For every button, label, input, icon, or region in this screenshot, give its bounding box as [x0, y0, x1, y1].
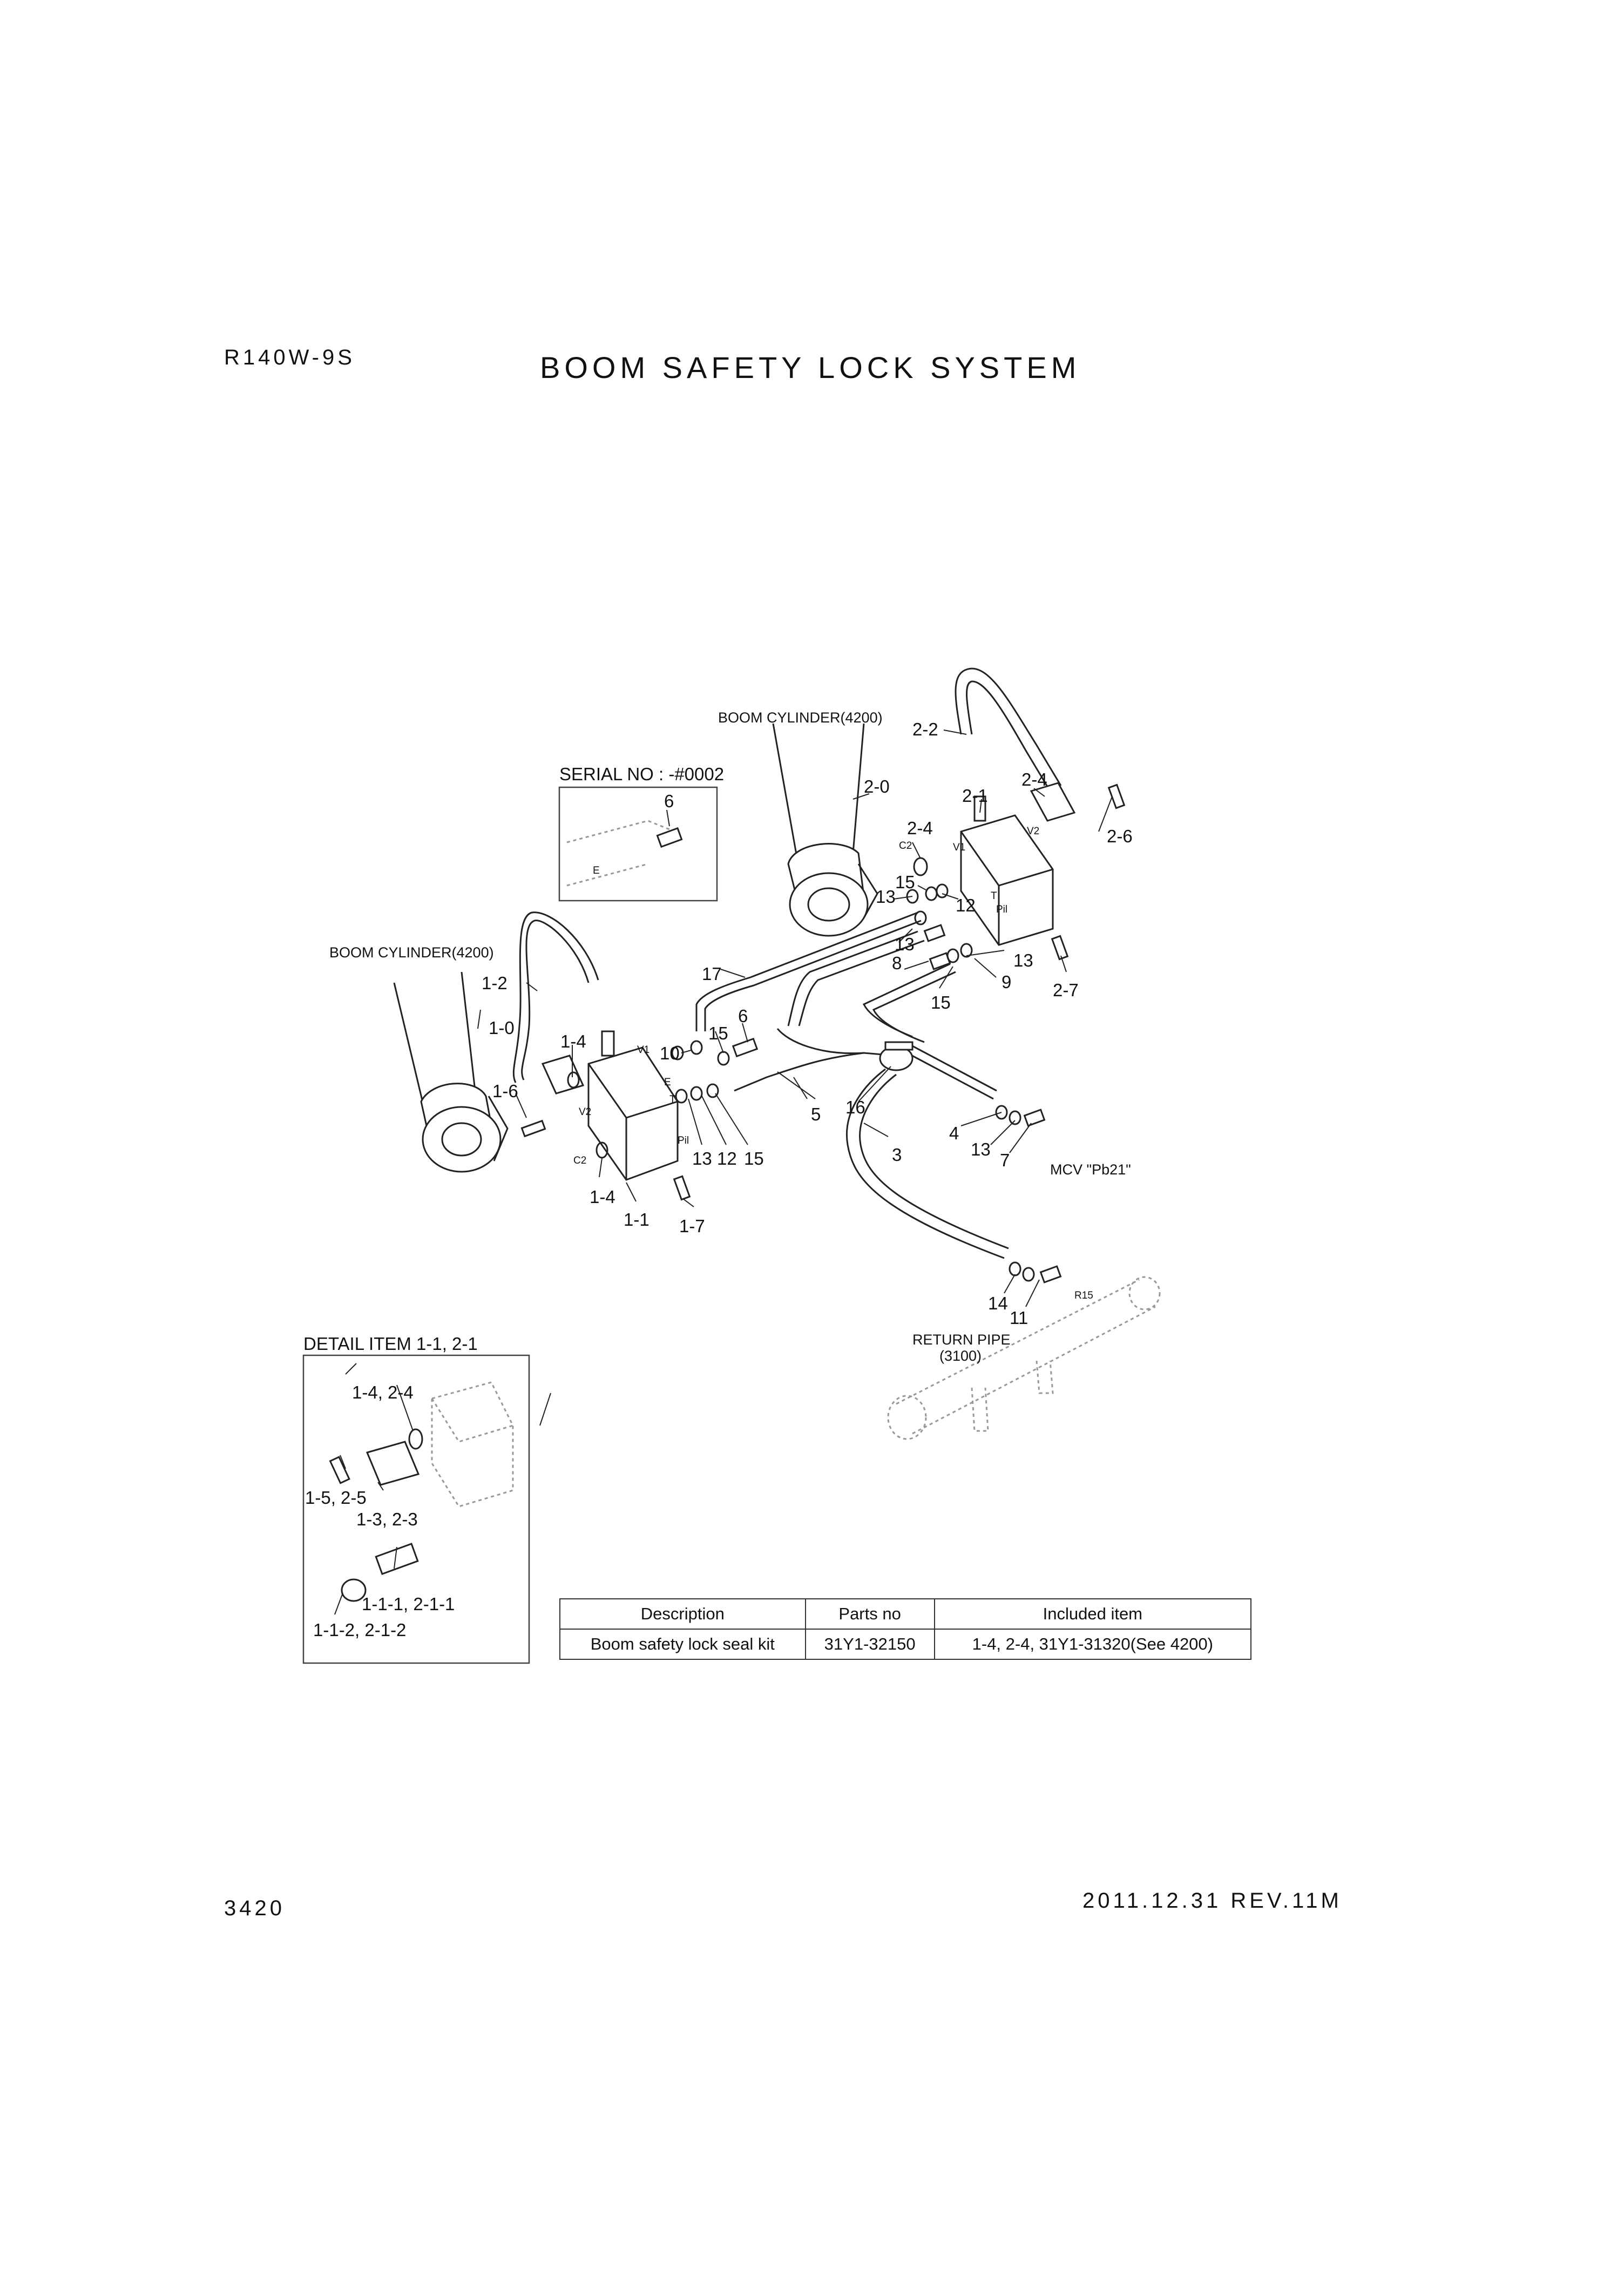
callout: 1-7 — [679, 1216, 705, 1236]
port-v1-left: V1 — [637, 1044, 649, 1056]
note-serial-no: SERIAL NO : -#0002 — [559, 764, 724, 784]
callout: 2-7 — [1053, 980, 1079, 1000]
callout: 5 — [811, 1104, 821, 1124]
callout: 1-6 — [492, 1081, 518, 1101]
port-e-serial: E — [593, 865, 600, 876]
boom-cylinder-left — [393, 971, 509, 1173]
callout: 15 — [708, 1023, 728, 1043]
callout: 2-2 — [912, 719, 938, 739]
callout: 2-1 — [962, 786, 988, 806]
pipe-4 — [906, 1044, 997, 1100]
port-r15: R15 — [1074, 1290, 1093, 1301]
callout: 3 — [892, 1145, 902, 1165]
note-boom-cylinder-right: BOOM CYLINDER(4200) — [718, 710, 883, 726]
callout: 12 — [956, 895, 976, 915]
port-c2-right: C2 — [899, 840, 912, 852]
detail-callout: 1-3, 2-3 — [356, 1509, 418, 1529]
note-mcv: MCV "Pb21" — [1050, 1161, 1131, 1178]
callout: 1-4 — [560, 1031, 586, 1051]
callout: 16 — [845, 1097, 865, 1117]
port-e-left: E — [664, 1077, 671, 1088]
col-description: Description — [559, 1598, 806, 1630]
callout: 15 — [931, 992, 951, 1012]
callout: 10 — [660, 1043, 680, 1063]
fittings-left — [520, 1037, 759, 1201]
pipe-3 — [846, 1068, 1009, 1259]
callout: 14 — [988, 1293, 1008, 1313]
callouts: 2-2 2-4 2-0 2-1 2-4 2-6 15 13 12 13 8 13… — [482, 719, 1133, 1328]
page-title: BOOM SAFETY LOCK SYSTEM — [540, 350, 1081, 384]
callout: 13 — [876, 887, 896, 907]
detail-callout: 1-1-1, 2-1-1 — [362, 1594, 455, 1614]
leader-lines — [334, 729, 1113, 1615]
valve-block-right: V1 V2 C2 Pil T — [899, 782, 1076, 946]
port-v2-left: V2 — [579, 1106, 591, 1118]
callout: 13 — [1013, 950, 1033, 970]
clamp-16 — [879, 1041, 914, 1071]
note-boom-cylinder-left: BOOM CYLINDER(4200) — [329, 944, 494, 961]
callout: 2-4 — [1021, 769, 1047, 789]
port-t-left: T — [669, 1094, 676, 1105]
pipe-5 — [734, 930, 956, 1092]
callout: 15 — [744, 1149, 764, 1168]
page-number: 3420 — [224, 1896, 285, 1920]
callout: 11 — [1010, 1308, 1028, 1328]
port-c2-left: C2 — [573, 1155, 586, 1166]
port-t-right: T — [991, 890, 997, 902]
callout: 1-4 — [590, 1187, 615, 1207]
valve-block-left: V1 V2 C2 E T Pil — [541, 1030, 689, 1181]
callout: 7 — [1000, 1150, 1010, 1170]
detail-callout: 1-1-2, 2-1-2 — [313, 1620, 406, 1640]
note-detail-title: DETAIL ITEM 1-1, 2-1 — [303, 1334, 478, 1354]
callout: 2-4 — [907, 818, 933, 838]
model-code: R140W-9S — [224, 346, 355, 369]
callout: 8 — [892, 953, 902, 973]
parts-table-header: Description Parts no Included item — [559, 1598, 1252, 1630]
fittings-bottom — [995, 1105, 1062, 1284]
parts-table: Description Parts no Included item Boom … — [559, 1598, 1252, 1660]
callout: 1-1 — [624, 1210, 649, 1230]
detail-item-box — [302, 1354, 530, 1664]
detail-callouts: 1-4, 2-4 1-5, 2-5 1-3, 2-3 1-1-1, 2-1-1 … — [305, 1382, 455, 1640]
callout: 13 — [692, 1149, 712, 1168]
note-return-pipe-ref: (3100) — [939, 1348, 982, 1364]
boom-cylinder-right — [772, 723, 878, 937]
return-pipe — [887, 1276, 1161, 1440]
callout: 6 — [738, 1006, 748, 1026]
callout: 1-0 — [489, 1018, 515, 1038]
callout: 9 — [1002, 972, 1011, 992]
callout: 13 — [971, 1139, 991, 1159]
callout: 6 — [664, 791, 674, 811]
callout: 4 — [949, 1123, 959, 1143]
cell-included-item: 1-4, 2-4, 31Y1-31320(See 4200) — [933, 1629, 1252, 1660]
cell-parts-no: 31Y1-32150 — [804, 1629, 935, 1660]
table-row: Boom safety lock seal kit 31Y1-32150 1-4… — [559, 1629, 1252, 1660]
pipe-1-2 — [512, 911, 599, 1083]
fittings-right — [906, 783, 1126, 970]
callout: 2-0 — [864, 776, 890, 796]
callout: 15 — [895, 872, 915, 892]
callout: 2-6 — [1107, 826, 1133, 846]
col-parts-no: Parts no — [804, 1598, 935, 1630]
callout: 12 — [717, 1149, 737, 1168]
hose-17 — [695, 911, 922, 1031]
cell-description: Boom safety lock seal kit — [559, 1629, 806, 1660]
callout: 13 — [895, 934, 915, 954]
pipe-2-2 — [955, 667, 1062, 792]
callout: 17 — [702, 964, 722, 984]
port-pil-left: Pil — [678, 1135, 689, 1146]
callout: 1-2 — [482, 973, 508, 993]
port-pil-right: Pil — [996, 904, 1007, 915]
col-included-item: Included item — [933, 1598, 1252, 1630]
serial-detail-box: E — [558, 786, 718, 902]
revision-date: 2011.12.31 REV.11M — [1082, 1889, 1342, 1913]
detail-callout: 1-5, 2-5 — [305, 1488, 367, 1508]
port-v2-right: V2 — [1027, 826, 1039, 837]
detail-callout: 1-4, 2-4 — [352, 1382, 414, 1402]
port-v1-right: V1 — [953, 842, 965, 853]
note-return-pipe: RETURN PIPE — [912, 1332, 1011, 1348]
